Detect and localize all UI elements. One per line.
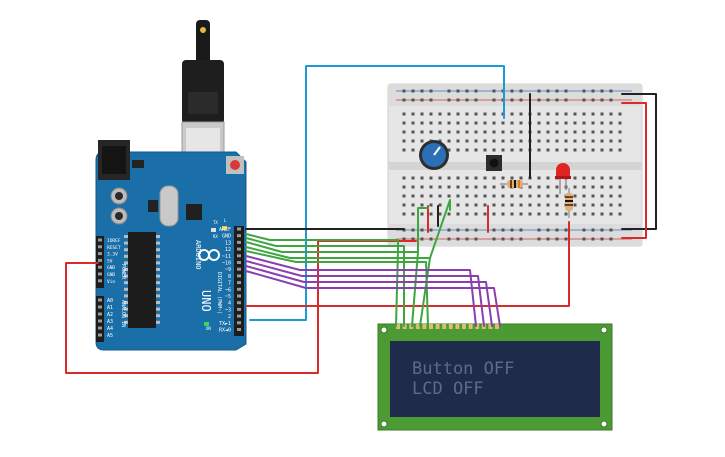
- wire-purple-2[interactable]: [245, 260, 485, 327]
- header-pin-label: ~10: [222, 261, 231, 267]
- power-pin-label: GND: [107, 265, 115, 271]
- wire-blue-button[interactable]: [249, 65, 505, 321]
- power-pin-label: GND: [107, 272, 115, 278]
- power-title: POWER: [120, 264, 126, 280]
- analog-pin-label: A0: [107, 298, 113, 304]
- arduino-logo-icon: [198, 249, 220, 261]
- header-pin-label: AREF: [219, 227, 231, 233]
- header-pin-label: ~5: [225, 294, 231, 300]
- header-pin-label: TX►1: [219, 321, 231, 327]
- push-button[interactable]: [486, 155, 502, 171]
- header-pin-label: 13: [225, 240, 231, 246]
- header-pin-label: 12: [225, 247, 231, 253]
- led-label: RX: [213, 234, 218, 239]
- lcd-line-2: LCD OFF: [412, 379, 484, 399]
- lcd-module[interactable]: Button OFF LCD OFF: [377, 323, 613, 431]
- power-pin-label: 3.3V: [107, 252, 118, 258]
- header-pin-label: 8: [228, 274, 231, 280]
- wire-purple-4[interactable]: [245, 270, 501, 327]
- analog-pin-label: A5: [107, 333, 113, 339]
- power-pin-label: Vin: [107, 279, 115, 285]
- power-pin-label: IOREF: [107, 238, 121, 244]
- header-pin-label: ~3: [225, 307, 231, 313]
- header-pin-label: GND: [222, 234, 231, 240]
- analog-pin-label: A2: [107, 312, 113, 318]
- power-pin-label: 5V: [107, 258, 113, 264]
- wire-purple-3[interactable]: [245, 265, 493, 327]
- header-pin-label: 2: [228, 314, 231, 320]
- analog-pin-label: A3: [107, 319, 113, 325]
- led-label: ON: [206, 326, 211, 331]
- analog-title: ANALOG IN: [120, 300, 126, 327]
- arduino-board[interactable]: ARDUINO UNO DIGITAL (PWM~) POWER ANALOG …: [95, 20, 247, 351]
- wire-red-led[interactable]: [245, 221, 570, 307]
- led-label: TX: [213, 220, 218, 225]
- header-pin-label: 4: [228, 301, 231, 307]
- resistor-led: [565, 188, 573, 218]
- resistor-button: [500, 180, 528, 188]
- analog-pin-label: A4: [107, 326, 113, 332]
- lcd-line-1: Button OFF: [412, 359, 514, 379]
- red-led[interactable]: [555, 163, 571, 194]
- digital-label: DIGITAL (PWM~): [216, 272, 222, 314]
- power-pin-label: RESET: [107, 245, 121, 251]
- wire-red-rail[interactable]: [621, 102, 647, 239]
- wire-green-5[interactable]: [245, 250, 429, 327]
- model-label: UNO: [199, 290, 213, 312]
- wire-green-2[interactable]: [245, 237, 405, 327]
- brand-label: ARDUINO: [194, 240, 202, 270]
- header-pin-label: RX◄0: [219, 328, 231, 334]
- analog-pin-label: A1: [107, 305, 113, 311]
- header-pin-label: ~9: [225, 267, 231, 273]
- wire-purple-1[interactable]: [245, 255, 477, 327]
- breadboard[interactable]: [387, 83, 643, 247]
- header-pin-label: ~6: [225, 287, 231, 293]
- usb-cable: [181, 20, 225, 167]
- wire-black-rail[interactable]: [621, 93, 657, 230]
- potentiometer[interactable]: [419, 140, 449, 170]
- header-pin-label: 7: [228, 281, 231, 287]
- header-pin-label: ~11: [222, 254, 231, 260]
- led-label: L: [224, 218, 227, 223]
